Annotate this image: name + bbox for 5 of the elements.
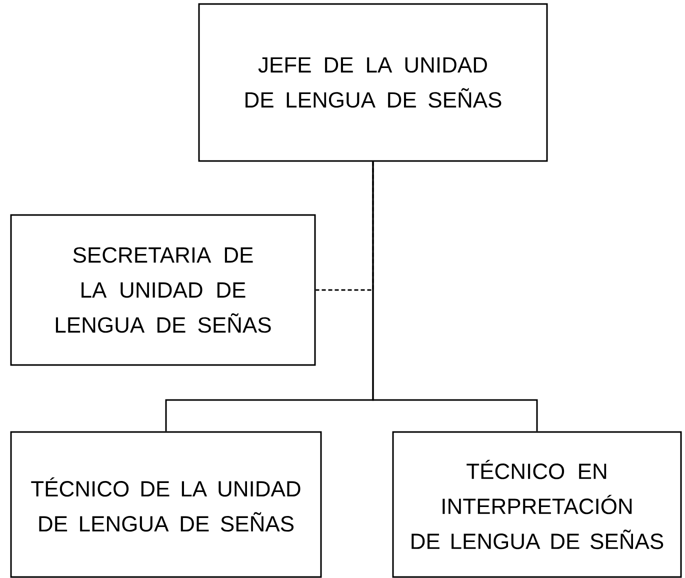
- org-box: TÉCNICO EN INTERPRETACIÓN DE LENGUA DE SEÑAS: [392, 431, 682, 578]
- org-box: JEFE DE LA UNIDAD DE LENGUA DE SEÑAS: [198, 3, 548, 162]
- org-box: TÉCNICO DE LA UNIDAD DE LENGUA DE SEÑAS: [10, 431, 322, 578]
- connector-line: [372, 162, 538, 432]
- org-box: SECRETARIA DE LA UNIDAD DE LENGUA DE SEÑAS: [10, 214, 316, 366]
